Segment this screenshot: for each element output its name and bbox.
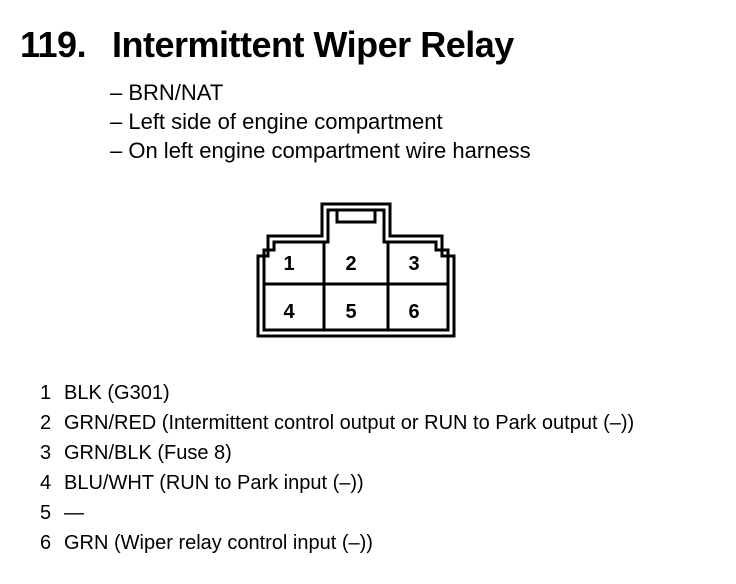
pin-number: 3 [40,442,52,464]
pin-description: BLK (G301) [64,382,170,404]
relay-info: – BRN/NAT – Left side of engine compartm… [110,78,531,165]
connector-inner-outline [262,208,450,332]
pin-row: 4 BLU/WHT (RUN to Park input (–)) [40,468,634,498]
pin-description: GRN (Wiper relay control input (–)) [64,532,373,554]
connector-diagram: 1 2 3 4 5 6 [256,202,456,338]
pin-description: GRN/BLK (Fuse 8) [64,442,232,464]
pin-label-5: 5 [345,301,356,323]
pin-label-3: 3 [408,253,419,275]
pin-row: 1 BLK (G301) [40,378,634,408]
pin-number: 6 [40,532,52,554]
pin-label-6: 6 [408,301,419,323]
pin-label-4: 4 [283,301,295,323]
pin-row: 6 GRN (Wiper relay control input (–)) [40,528,634,558]
pin-number: 2 [40,412,52,434]
pin-row: 3 GRN/BLK (Fuse 8) [40,438,634,468]
item-number: 119. [20,24,87,65]
pin-list: 1 BLK (G301) 2 GRN/RED (Intermittent contr… [40,378,634,558]
pin-description: — [64,502,84,524]
page-title: 119. Intermittent Wiper Relay [20,24,514,66]
info-harness: – On left engine compartment wire harnes… [110,138,531,163]
locking-tab [335,210,377,224]
pin-description: BLU/WHT (RUN to Park input (–)) [64,472,364,494]
pin-row: 2 GRN/RED (Intermittent control output or… [40,408,634,438]
info-color: – BRN/NAT [110,80,224,105]
info-location: – Left side of engine compartment [110,109,443,134]
pin-description: GRN/RED (Intermittent control output or … [64,412,635,434]
pin-label-1: 1 [283,253,294,275]
connector-outline [256,202,456,338]
pin-label-2: 2 [345,253,356,275]
pin-number: 5 [40,502,52,524]
pin-number: 4 [40,472,52,494]
pin-row: 5— [40,498,634,528]
pin-number: 1 [40,382,52,404]
relay-title: Intermittent Wiper Relay [112,24,514,65]
